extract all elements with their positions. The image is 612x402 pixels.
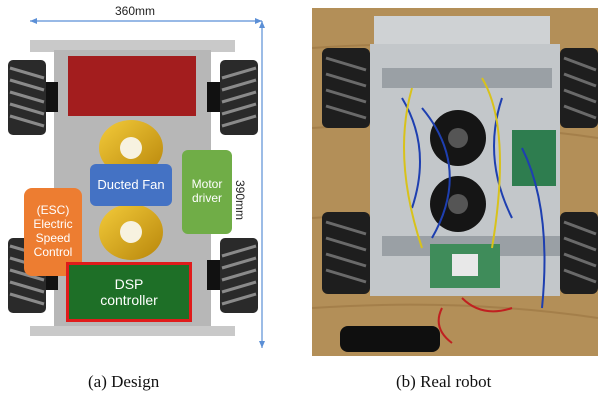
ducted-fan-label-box: Ducted Fan	[90, 164, 172, 206]
wheel-rear-right	[220, 238, 258, 313]
wheel-front-right	[220, 60, 258, 135]
dsp-label-line1: DSP	[114, 275, 144, 292]
esc-label-line2: Electric	[33, 217, 73, 232]
width-label: 360mm	[115, 4, 156, 18]
dsp-controller-box: DSP controller	[66, 262, 192, 322]
motor-driver-box: Motor driver	[182, 150, 232, 234]
height-label: 390mm	[233, 180, 247, 221]
esc-label-line1: (ESC)	[36, 203, 70, 218]
robot-photo-illustration	[312, 8, 598, 356]
esc-label-line4: Control	[33, 244, 73, 259]
axle-rear-right	[207, 260, 221, 290]
width-dimension-arrow	[30, 18, 262, 24]
esc-box: (ESC) Electric Speed Control	[24, 188, 82, 276]
axle-front-right	[207, 82, 221, 112]
ducted-fan-upper	[99, 120, 163, 176]
battery-block	[68, 56, 196, 116]
dsp-label-line2: controller	[100, 292, 158, 308]
rear-bumper	[30, 326, 235, 336]
wheel-front-left	[8, 60, 46, 135]
height-dimension-arrow	[259, 21, 265, 348]
axle-front-left	[44, 82, 58, 112]
design-panel: 360mm 390mm Ducted Fan Motor driver (ESC…	[0, 0, 300, 360]
motor-driver-label-line1: Motor	[191, 177, 223, 192]
real-robot-photo	[312, 8, 598, 356]
photo-top-frame	[374, 16, 550, 46]
caption-design: (a) Design	[88, 372, 160, 391]
front-bumper	[30, 40, 235, 52]
motor-driver-label-line2: driver	[191, 191, 222, 205]
ducted-fan-lower	[99, 204, 163, 260]
ducted-fan-label: Ducted Fan	[97, 176, 165, 192]
esc-label-line3: Speed	[35, 231, 71, 245]
caption-real-robot: (b) Real robot	[396, 372, 492, 391]
